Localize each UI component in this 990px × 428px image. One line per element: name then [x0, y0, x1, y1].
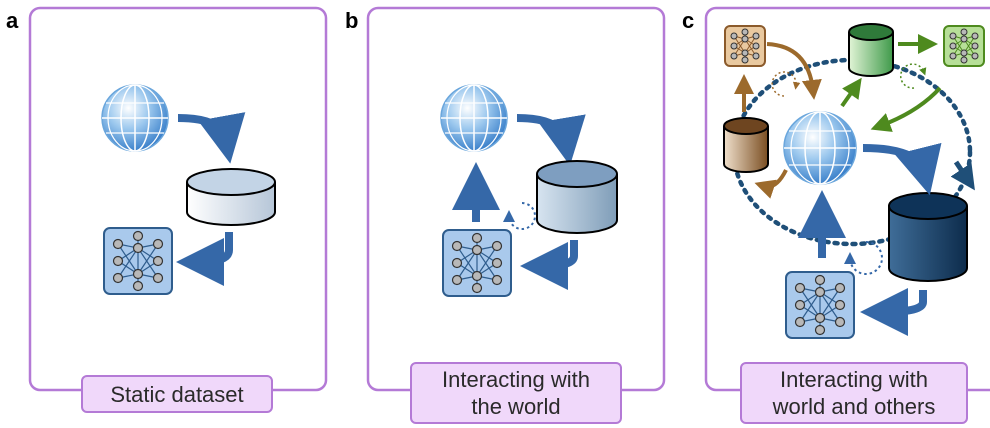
caption-line: world and others: [772, 394, 936, 419]
caption-interacting-with-world: Interacting with the world: [410, 362, 622, 424]
caption-static-dataset: Static dataset: [81, 375, 273, 413]
panel-a: [28, 6, 328, 392]
neural-network-icon-brown: [724, 25, 766, 67]
panel-label-a: a: [6, 8, 19, 33]
panel-b-frame: [366, 6, 666, 392]
database-icon-green: [848, 23, 894, 77]
self-loop-brown-icon: [771, 71, 801, 97]
neural-network-icon: [103, 227, 173, 295]
arrow-globe-to-green-database: [840, 77, 862, 108]
globe-icon: [783, 111, 857, 185]
database-icon-brown: [723, 117, 769, 173]
arrow-brown-agent-to-globe: [766, 42, 822, 100]
panel-label-c: c: [682, 8, 695, 33]
caption-line: Interacting with: [780, 367, 928, 392]
arrow-globe-to-database: [516, 114, 586, 166]
panel-b: [366, 6, 666, 392]
neural-network-icon: [785, 271, 855, 339]
database-icon: [186, 168, 276, 226]
arrow-globe-to-database: [862, 142, 942, 196]
arrow-green-agent-to-globe: [870, 86, 942, 132]
arrow-globe-to-brown-database: [754, 169, 788, 199]
caption-line: Interacting with: [442, 367, 590, 392]
database-icon: [888, 192, 968, 282]
arrow-database-to-model: [176, 232, 233, 286]
arrow-database-to-model: [860, 287, 927, 336]
database-icon: [536, 160, 618, 234]
globe-icon: [101, 84, 169, 152]
interaction-ring-arrowhead: [950, 160, 975, 191]
panel-c: [704, 6, 990, 392]
caption-line: Static dataset: [110, 381, 244, 407]
self-loop-green-icon: [899, 63, 927, 89]
caption-line: the world: [471, 394, 561, 419]
neural-network-icon: [442, 229, 512, 297]
arrow-database-to-model: [520, 240, 578, 290]
neural-network-icon-green: [943, 25, 985, 67]
arrow-globe-to-database: [177, 112, 246, 164]
caption-interacting-with-world-and-others: Interacting with world and others: [740, 362, 968, 424]
globe-icon: [440, 84, 508, 152]
panel-a-frame: [28, 6, 328, 392]
panel-label-b: b: [345, 8, 359, 33]
